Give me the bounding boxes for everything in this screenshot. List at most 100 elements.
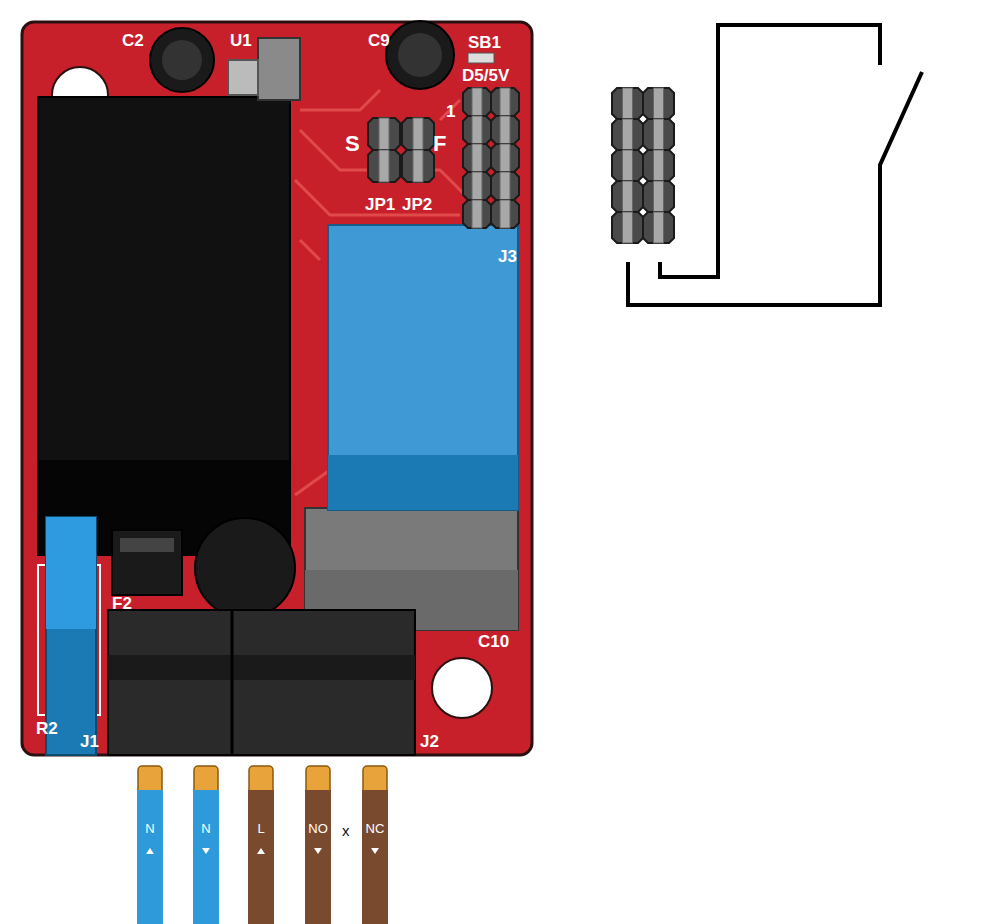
header-pin-base — [491, 144, 519, 172]
wire-insulation: L — [248, 790, 274, 924]
header-pin-base — [463, 200, 491, 228]
part-label: S — [345, 133, 360, 155]
signal-relay-base — [328, 455, 518, 510]
header-pin-base — [612, 119, 643, 150]
solder-bridge — [468, 53, 494, 63]
header-pin-base — [491, 116, 519, 144]
header-pin-base — [463, 116, 491, 144]
wire-label: L — [248, 822, 274, 835]
capacitor — [150, 28, 214, 92]
header-pin-base — [368, 118, 400, 150]
wire-label: N — [137, 822, 163, 835]
arrow-symbol — [257, 848, 265, 854]
part-label: x — [342, 823, 350, 838]
arrow-symbol — [202, 848, 210, 854]
capacitor-top — [162, 40, 202, 80]
regulator-chip — [258, 38, 300, 100]
direction-arrow — [137, 790, 163, 924]
header-pin — [413, 118, 423, 150]
pin-headers — [368, 88, 674, 243]
part-label: 1 — [446, 103, 455, 120]
header-pin-base — [612, 181, 643, 212]
part-label: D5/5V — [462, 67, 509, 84]
header-pin-base — [643, 181, 674, 212]
crystal — [228, 60, 258, 95]
wire-insulation: NO — [305, 790, 331, 924]
switch-wiring — [628, 25, 922, 305]
terminal-block — [108, 610, 415, 755]
header-pin — [472, 144, 482, 172]
header-pin-base — [643, 212, 674, 243]
part-label: J2 — [420, 733, 439, 750]
signal-relay — [328, 225, 518, 510]
arrow-symbol — [371, 848, 379, 854]
header-pin — [623, 150, 633, 181]
header-pin — [413, 150, 423, 182]
mounting-hole — [432, 658, 492, 718]
fuse-band — [120, 538, 174, 552]
capacitor-top — [398, 33, 442, 77]
header-pin — [379, 118, 389, 150]
header-pin-base — [368, 150, 400, 182]
part-label: C9 — [368, 32, 390, 49]
part-label: F2 — [112, 595, 132, 612]
electrolytic-capacitor — [195, 518, 295, 618]
header-pin — [472, 172, 482, 200]
header-pin — [623, 88, 633, 119]
part-label: R2 — [36, 720, 58, 737]
circuit-board — [22, 22, 532, 755]
power-relay — [38, 97, 290, 555]
header-pin-base — [463, 172, 491, 200]
header-pin — [472, 200, 482, 228]
wire-insulation: N — [137, 790, 163, 924]
varistor-top — [46, 517, 96, 629]
direction-arrow — [362, 790, 388, 924]
header-pin — [500, 172, 510, 200]
header-pin — [654, 212, 664, 243]
header-pin — [472, 116, 482, 144]
header-pin-base — [491, 88, 519, 116]
header-pin — [654, 150, 664, 181]
header-pin-base — [612, 88, 643, 119]
terminal-block-band — [108, 655, 415, 680]
header-pin-base — [491, 200, 519, 228]
wire-label: N — [193, 822, 219, 835]
header-pin-base — [402, 118, 434, 150]
part-label: C10 — [478, 633, 509, 650]
header-pin — [379, 150, 389, 182]
part-label: C2 — [122, 32, 144, 49]
header-pin — [654, 88, 664, 119]
header-pin — [654, 119, 664, 150]
header-pin-base — [643, 88, 674, 119]
header-pin-base — [463, 144, 491, 172]
wire-label: NC — [362, 822, 388, 835]
header-pin — [623, 212, 633, 243]
direction-arrow — [248, 790, 274, 924]
arrow-symbol — [146, 848, 154, 854]
part-label: SB1 — [468, 34, 501, 51]
direction-arrow — [193, 790, 219, 924]
capacitor — [386, 21, 454, 89]
header-pin-base — [643, 150, 674, 181]
part-label: JP2 — [402, 196, 432, 213]
wire-insulation: NC — [362, 790, 388, 924]
part-label: J3 — [498, 248, 517, 265]
wire-insulation: N — [193, 790, 219, 924]
header-pin-base — [612, 212, 643, 243]
fuse — [112, 530, 182, 595]
header-pin-base — [463, 88, 491, 116]
part-label: U1 — [230, 32, 252, 49]
header-pin — [500, 88, 510, 116]
header-pin — [623, 119, 633, 150]
header-pin — [472, 88, 482, 116]
header-pin — [654, 181, 664, 212]
terminal-divider — [231, 610, 234, 755]
header-pin-base — [402, 150, 434, 182]
arrow-symbol — [314, 848, 322, 854]
header-pin — [500, 116, 510, 144]
part-label: J1 — [80, 733, 99, 750]
header-pin-base — [612, 150, 643, 181]
part-label: JP1 — [365, 196, 395, 213]
wire-label: NO — [305, 822, 331, 835]
